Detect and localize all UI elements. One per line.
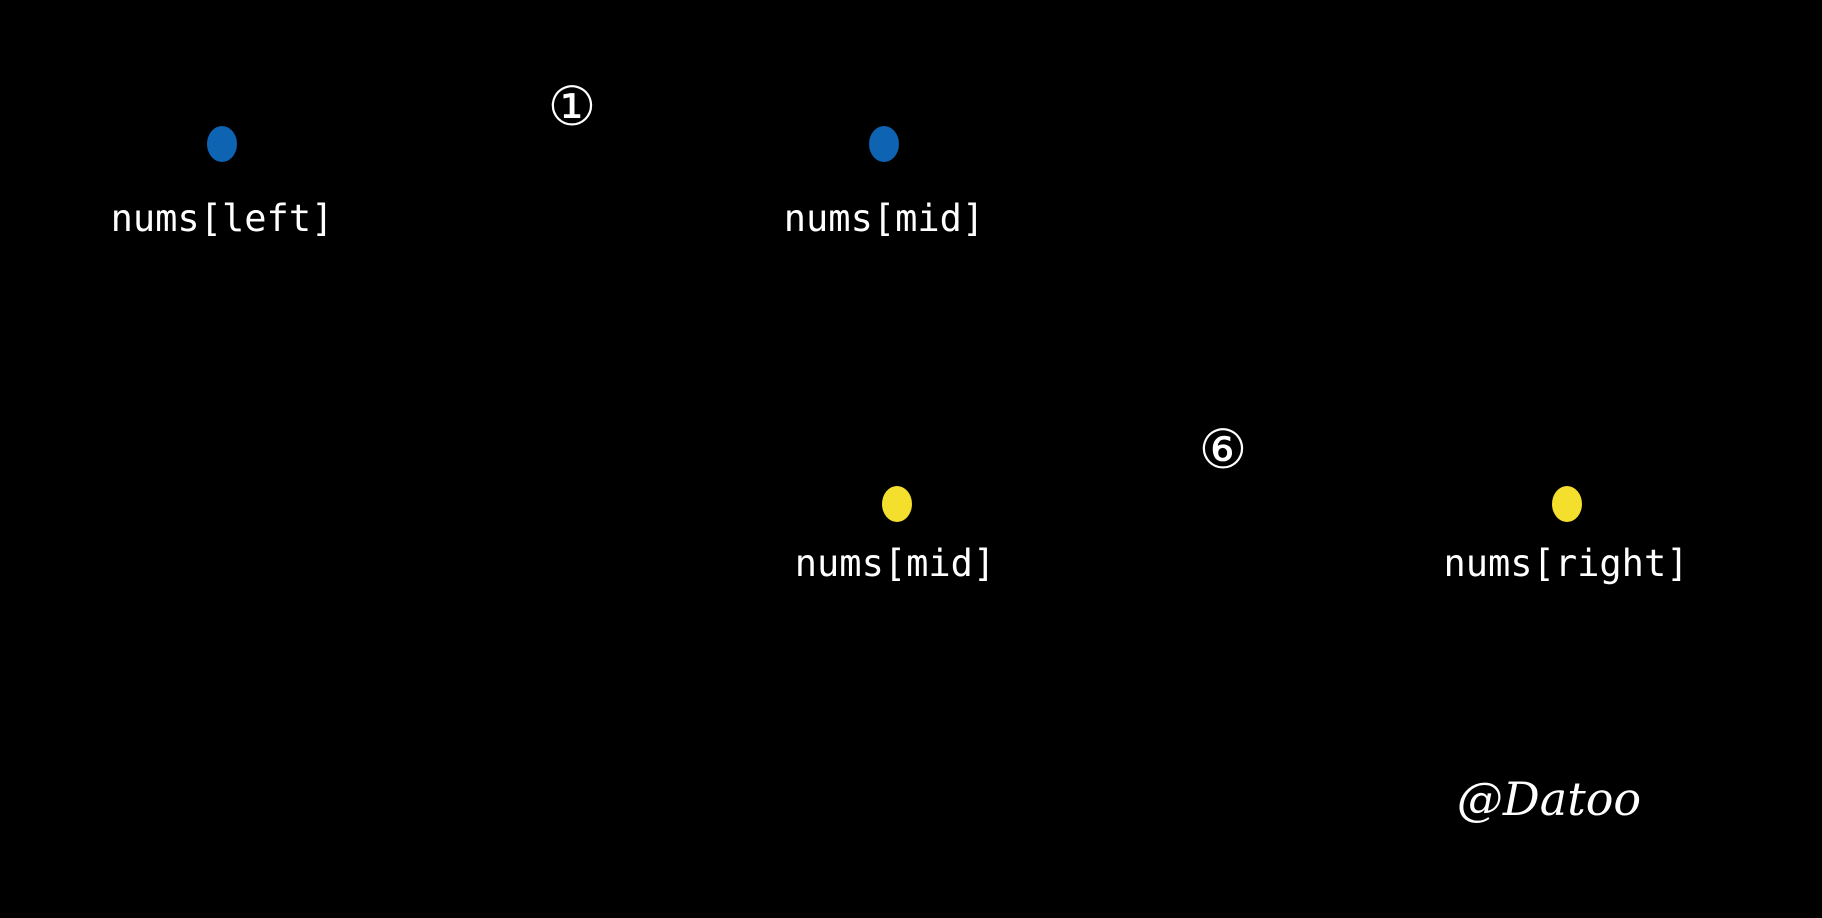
bottom-step-marker: ⑥ [1199,418,1247,481]
right-label: nums[right] [1443,542,1688,585]
bottom-mid-point [882,486,912,522]
top-step-marker: ① [548,75,596,138]
top-row: ① nums[left] nums[mid] [111,75,1562,240]
top-mid-label: nums[mid] [784,197,984,240]
top-mid-point [869,126,899,162]
signature: @Datoo [1457,772,1641,826]
bottom-mid-label: nums[mid] [795,542,995,585]
left-label: nums[left] [111,197,334,240]
right-point [1552,486,1582,522]
left-point [207,126,237,162]
bottom-row: ⑥ nums[mid] nums[right] [222,418,1689,585]
